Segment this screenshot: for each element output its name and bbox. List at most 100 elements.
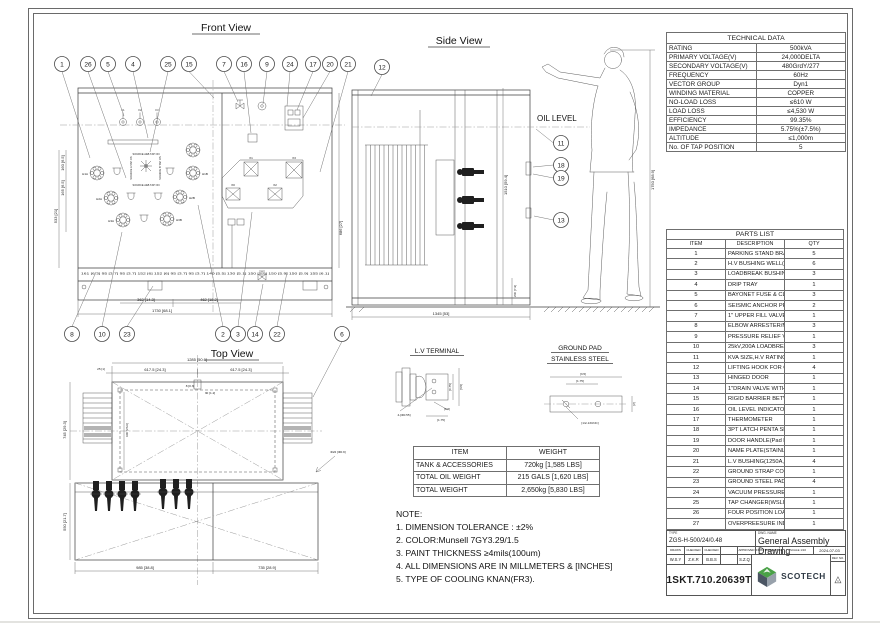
part-item-no: 12 [666,362,726,374]
tap-label-top: SOURCE A&B TAP ON [133,152,160,156]
weight-col-item: ITEM [413,446,507,460]
part-description: 1"DRAIN VALVE WITH 3/8" SAMPLER [725,383,785,395]
technical-data-title: TECHNICAL DATA [666,32,846,44]
technical-data-row: NO-LOAD LOSS ≤610 W [666,97,846,107]
technical-data-row: WINDING MATERIAL COPPER [666,88,846,98]
side-dimensions: 1510 [59.4] 200 [7.9] 1750 [68.9] 1345 [… [351,49,655,320]
svg-text:24: 24 [286,61,294,68]
part-item-no: 6 [666,299,726,312]
front-dimensions: 161 [6.3] 95 [3.7] 95 [3.7] 152 [6] 152 … [53,93,343,317]
top-view: Top View [62,348,346,585]
part-item-no: 8 [666,320,726,333]
part-qty: 1 [784,445,844,457]
bushing-label: H2A [96,197,102,201]
weight-item: TOTAL WEIGHT [413,483,507,497]
dim: 1750 [68.9] [650,170,655,190]
checked2-value: B.B.S [703,555,721,564]
part-description: FOUR POSITION LOADBREAK SWITCH [725,507,785,520]
page-edge [0,621,880,623]
tech-param-value: 99.35% [755,115,846,125]
svg-text:17: 17 [309,61,317,68]
part-qty: 3 [784,341,844,353]
part-description: 25kV,200A LOADBREAK ROTATABLE FEED THRU … [725,341,785,353]
balloon: 19 [532,170,569,186]
part-qty: 4 [784,476,844,489]
dim: [1.75] [576,379,584,383]
lv-label: X1 [249,156,253,160]
part-description: VACUUM PRESSURE GAUGE (YZ-70) [725,486,785,499]
part-qty: 1 [784,466,844,478]
svg-text:12: 12 [378,64,386,71]
svg-text:23: 23 [123,331,131,338]
part-item-no: 19 [666,435,726,447]
part-description: HINGED DOOR [725,372,785,385]
fuse-label: F3 [155,108,159,112]
tech-param-value: 60Hz [755,70,846,80]
part-qty: 3 [784,268,844,281]
dim: 600 [23.6] [125,423,129,437]
dim: 8 [0.3] [186,384,195,388]
svg-text:25: 25 [164,61,172,68]
lv-terminal-title: L.V TERMINAL [415,348,460,355]
svg-text:2: 2 [221,331,225,338]
part-description: OVERPREESURE INDICATOR [725,518,785,530]
lv-compartment: X1 X3 X0 X2 [221,156,304,268]
oil-level-label: OIL LEVEL [537,114,577,123]
dim: 735 [28.9] [258,565,276,570]
parts-list-row: 26 FOUR POSITION LOADBREAK SWITCH 1 [666,507,844,520]
tech-param-label: IMPEDANCE [666,124,757,134]
top-accessories [235,99,304,143]
parts-list-row: 16 OIL LEVEL INDICATOR (UHZ-01) 1 [666,403,844,416]
ground-pad-title: GROUND PAD [558,345,602,352]
svg-text:21: 21 [344,61,352,68]
parts-list-table: PARTS LIST ITEM DESCRIPTION QTY 1 PARKIN… [666,229,844,530]
part-description: GROUND STRAP COPPER [725,466,785,478]
dim: Φ22 [Φ0.9] [330,450,345,454]
rev-value: 1 [837,578,839,583]
tech-param-label: SECONDARY VOLTAGE(V) [666,61,757,71]
part-qty: 1 [784,383,844,395]
dim: 160 [6.5] [60,155,65,171]
dim: 686 [27] [338,221,343,235]
top-bushing-clusters [89,478,196,512]
part-qty: 1 [784,351,844,364]
part-qty: 2 [784,299,844,312]
balloon: 14 [247,283,264,342]
ground-pad-detail: GROUND PAD STAINLESS STEEL [3.5] [1.75] … [544,345,636,425]
tap-label-a: SOURCE A TAP ON [129,156,133,179]
balloon: 18 [532,157,569,173]
dim: 25 [1] [97,367,105,371]
front-view: Front View F1 F2 F3 SOURCE A&B TAP ON SO… [53,22,345,317]
part-qty: 1 [784,507,844,520]
svg-text:15: 15 [185,61,193,68]
parts-list-row: 2 H.V BUSHING WELL(25kV,200A) 6 [666,258,844,270]
dim: 617.5 [24.3] [144,367,165,372]
tech-param-label: VECTOR GROUP [666,79,757,89]
note-item: 1. DIMENSION TOLERANCE : ±2% [396,522,534,532]
parts-list-row: 18 3PT LATCH PENTA SEC BOLT 1 [666,424,844,437]
dim: 1285 [50.6] [187,357,207,362]
part-description: SEISMIC ANCHOR PROVISIONS [725,299,785,312]
tech-param-label: LOAD LOSS [666,106,757,116]
svg-text:19: 19 [557,175,565,182]
dim: 985 [38.8] [136,565,154,570]
part-qty: 1 [784,279,844,291]
dim: 165 [6.5] [60,180,65,196]
approved-label: APPROVED [738,547,756,554]
technical-data-row: SECONDARY VOLTAGE(V) 480GrdY/277 [666,61,846,71]
part-item-no: 5 [666,289,726,301]
svg-text:1: 1 [60,61,64,68]
balloon: 11 [535,128,569,151]
parts-list-row: 14 1"DRAIN VALVE WITH 3/8" SAMPLER 1 [666,383,844,395]
dim: [3.5] [459,384,463,390]
approved-value: S.Z.Q [739,557,750,562]
dwg-name-label: DWG. NAME [758,531,777,535]
part-qty: 5 [784,247,844,260]
tech-param-value: Dyn1 [755,79,846,89]
parts-list-row: 9 PRESSURE RELIEF VALVE 1 [666,331,844,343]
date-value: 2024-07-03 [819,548,840,553]
rev-triangle-icon: △1 [834,573,842,584]
part-item-no: 4 [666,279,726,291]
tech-param-label: NO-LOAD LOSS [666,97,757,107]
col-description: DESCRIPTION [725,239,785,249]
